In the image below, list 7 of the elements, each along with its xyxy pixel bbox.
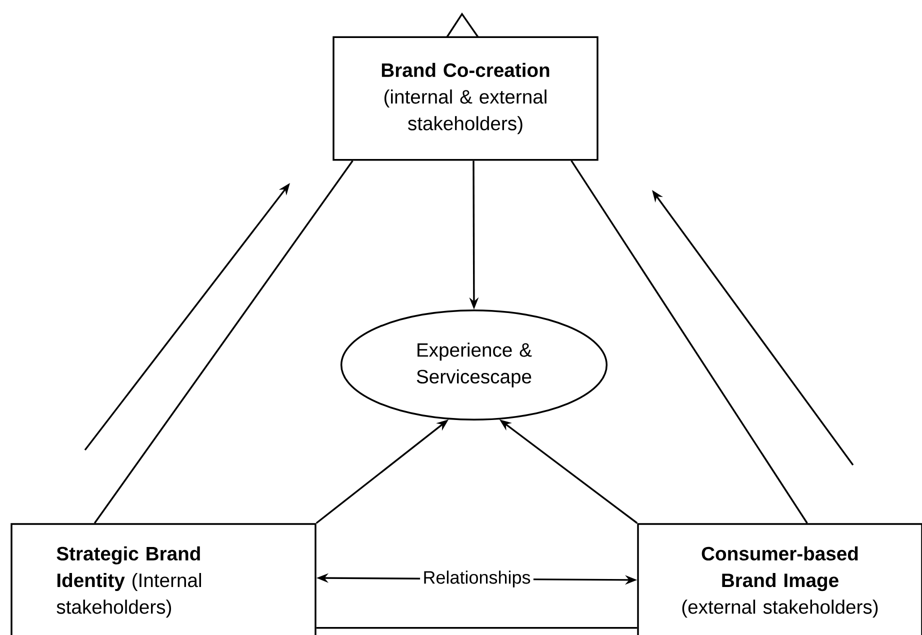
connector-line: [94, 160, 354, 524]
connector-line: [316, 626, 638, 629]
process-box: Brand Co-creation (internal & external stakeholders): [332, 36, 598, 161]
process-box: Consumer-based Brand Image (external stakeholders): [637, 523, 922, 635]
edge-label: Relationships: [420, 568, 534, 590]
connector-line: [570, 160, 808, 524]
process-box: Strategic Brand Identity (Internal stakeholders): [10, 523, 316, 635]
